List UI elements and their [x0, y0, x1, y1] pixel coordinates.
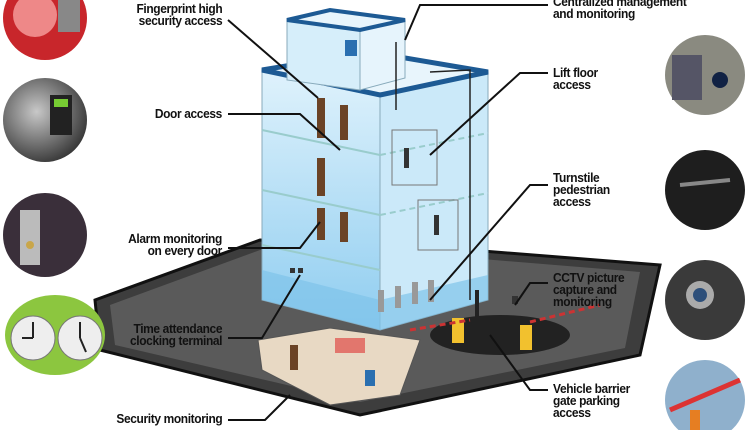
leader-lines — [227, 4, 548, 421]
photo-vehicle-barrier — [665, 360, 745, 430]
photo-turnstile — [665, 150, 745, 230]
photo-cctv — [665, 260, 745, 340]
photo-fingerprint — [3, 0, 87, 60]
photo-door-keypad — [3, 78, 87, 162]
label-security-monitoring: Security monitoring — [114, 411, 224, 426]
photo-clocks — [5, 295, 105, 375]
security-room — [257, 327, 421, 406]
photo-lift-keypad — [665, 35, 745, 115]
photo-alarm-door — [3, 193, 87, 277]
parking-barrier — [409, 290, 601, 355]
door — [317, 98, 325, 138]
label-door-access: Door access — [154, 106, 222, 121]
office-building — [261, 7, 489, 331]
